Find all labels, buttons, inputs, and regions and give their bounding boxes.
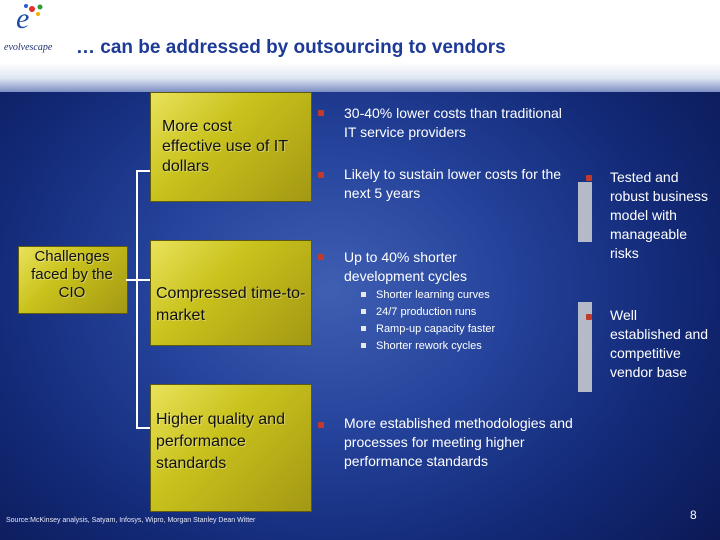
row1-bullet-2: Likely to sustain lower costs for the ne… [344, 166, 562, 201]
logo-letter: e [16, 2, 30, 35]
bullet-marker [318, 172, 324, 178]
sub-bullet-marker [361, 309, 366, 314]
sub-bullet-marker [361, 326, 366, 331]
bullet-marker [318, 254, 324, 260]
right-gray-strip [578, 182, 592, 242]
row1-box [150, 92, 312, 202]
connector-bottom [136, 427, 150, 429]
connector-top [136, 170, 150, 172]
row3-box [150, 384, 312, 512]
row2-sub-bullet-4: Shorter rework cycles [376, 340, 482, 352]
page-number: 8 [690, 508, 697, 522]
bullet-marker [586, 175, 592, 181]
row2-sub-bullet-1: Shorter learning curves [376, 289, 490, 301]
source-note: Source:McKinsey analysis, Satyam, Infosy… [6, 517, 256, 524]
connector-vertical [136, 170, 138, 428]
challenges-box [18, 246, 128, 314]
row2-label: Compressed time-to-market [156, 285, 306, 324]
bullet-marker [318, 422, 324, 428]
row1-label: More cost effective use of IT dollars [162, 118, 288, 175]
challenges-label: Challenges faced by the CIO [31, 248, 113, 301]
row3-label: Higher quality and performance standards [156, 411, 285, 472]
sub-bullet-marker [361, 292, 366, 297]
header: e evolvescape … can be addressed by outs… [0, 0, 720, 92]
logo: e evolvescape [2, 2, 64, 58]
row2-sub-bullet-2: 24/7 production runs [376, 306, 477, 318]
row2-box [150, 240, 312, 346]
right-point-2: Well established and competitive vendor … [610, 307, 709, 380]
logo-text: evolvescape [4, 42, 53, 53]
right-point-1: Tested and robust business model with ma… [610, 169, 709, 261]
bullet-marker [586, 314, 592, 320]
row2-bullet-1: Up to 40% shorter development cycles [344, 249, 467, 284]
row3-bullet-1: More established methodologies and proce… [344, 415, 573, 469]
row2-sub-bullet-3: Ramp-up capacity faster [376, 323, 496, 335]
row1-bullet-1: 30-40% lower costs than traditional IT s… [344, 105, 562, 140]
right-gray-strip-lower [578, 302, 592, 392]
sub-bullet-marker [361, 343, 366, 348]
bullet-marker [318, 110, 324, 116]
connector-middle [126, 279, 150, 281]
slide-title: … can be addressed by outsourcing to ven… [76, 37, 506, 58]
logo-sparkle-icon [24, 4, 43, 16]
